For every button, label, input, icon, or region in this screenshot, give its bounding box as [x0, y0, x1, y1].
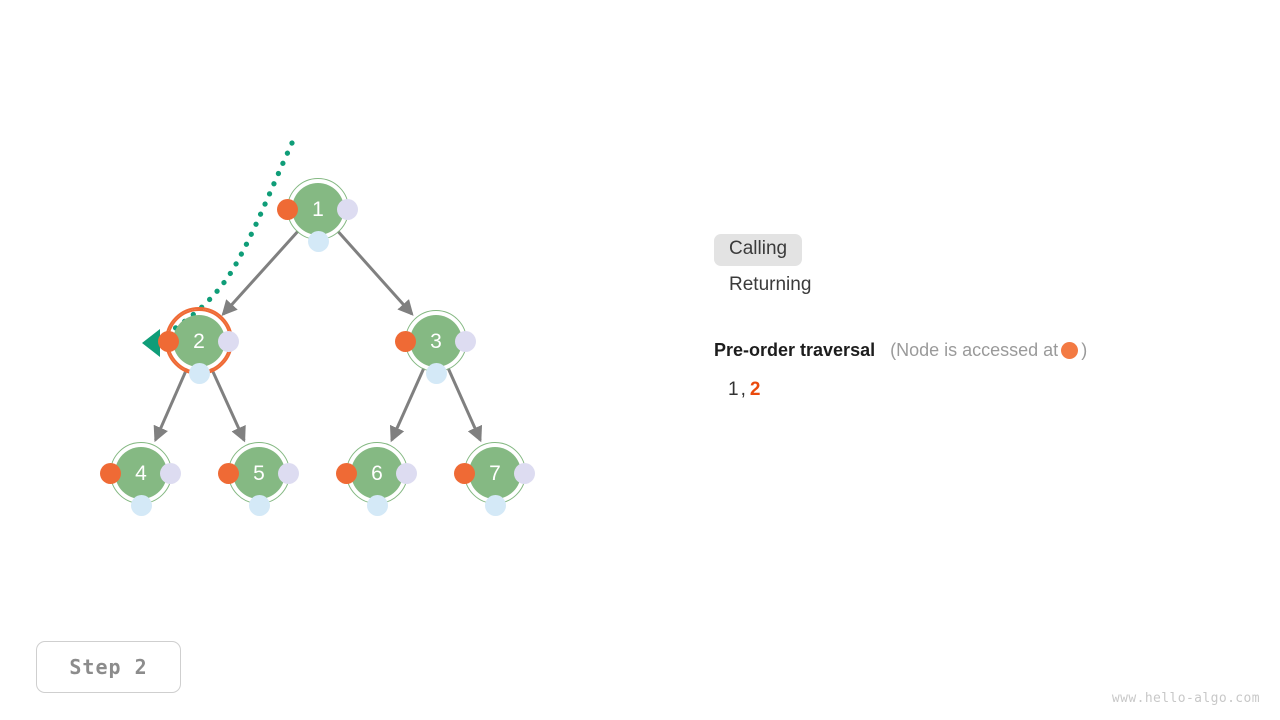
- sequence-value-2: 2: [749, 379, 761, 400]
- traversal-sequence: 1,2: [728, 379, 1254, 401]
- node-circle: 3: [410, 315, 462, 367]
- legend-chip-calling[interactable]: Calling: [714, 233, 803, 267]
- traversal-note: (Node is accessed at): [890, 340, 1087, 361]
- watermark-text: www.hello-algo.com: [1111, 691, 1260, 706]
- node-value-label: 3: [430, 329, 442, 353]
- info-panel: Calling Returning Pre-order traversal (N…: [714, 232, 1254, 401]
- legend-chip-returning[interactable]: Returning: [729, 273, 812, 295]
- node-value-label: 4: [135, 461, 147, 485]
- legend-row-returning: Returning: [714, 268, 1254, 304]
- traversal-note-suffix: ): [1081, 340, 1088, 360]
- right-port-icon: [160, 462, 181, 484]
- right-port-icon: [278, 462, 299, 484]
- step-badge: Step 2: [36, 641, 181, 693]
- traversal-title: Pre-order traversal: [714, 340, 876, 360]
- bottom-port-icon: [130, 495, 152, 516]
- node-value-label: 7: [489, 461, 501, 485]
- bottom-port-icon: [484, 495, 506, 516]
- node-circle: 7: [469, 447, 521, 499]
- right-port-icon: [337, 198, 358, 220]
- node-value-label: 5: [253, 461, 265, 485]
- calling-path-curve: [157, 140, 295, 341]
- bottom-port-icon: [366, 495, 388, 516]
- node-circle: 1: [292, 183, 344, 235]
- tree-edge-3-7: [446, 367, 483, 443]
- access-dot-icon: [454, 462, 475, 484]
- node-value-label: 6: [371, 461, 383, 485]
- tree-edge-2-5: [210, 367, 246, 443]
- access-dot-icon: [100, 462, 121, 484]
- right-port-icon: [218, 330, 239, 352]
- watermark: www.hello-algo.com: [1112, 691, 1260, 706]
- step-badge-label: Step 2: [69, 655, 148, 679]
- access-dot-icon: [158, 330, 179, 352]
- access-dot-icon: [1061, 342, 1079, 359]
- access-dot-icon: [395, 330, 416, 352]
- sequence-value-1: 1: [728, 379, 739, 400]
- traversal-note-prefix: (Node is accessed at: [890, 340, 1059, 360]
- right-port-icon: [396, 462, 417, 484]
- traversal-heading: Pre-order traversal (Node is accessed at…: [714, 340, 1254, 361]
- right-port-icon: [455, 330, 476, 352]
- access-dot-icon: [218, 462, 239, 484]
- tree-edge-2-4: [153, 367, 189, 443]
- tree-edge-1-3: [336, 230, 414, 316]
- bottom-port-icon: [188, 363, 210, 384]
- node-circle: 6: [351, 447, 403, 499]
- node-value-label: 1: [312, 197, 324, 221]
- node-value-label: 2: [193, 329, 205, 353]
- bottom-port-icon: [425, 363, 447, 384]
- node-circle: 4: [115, 447, 167, 499]
- tree-edge-3-6: [389, 367, 426, 443]
- sequence-separator: ,: [740, 379, 746, 400]
- tree-edge-1-2: [221, 230, 300, 316]
- legend-row-calling: Calling: [714, 232, 1254, 268]
- bottom-port-icon: [248, 495, 270, 516]
- node-circle: 2: [173, 315, 225, 367]
- node-circle: 5: [233, 447, 285, 499]
- bottom-port-icon: [307, 231, 329, 252]
- access-dot-icon: [336, 462, 357, 484]
- access-dot-icon: [277, 198, 298, 220]
- right-port-icon: [514, 462, 535, 484]
- traversal-section: Pre-order traversal (Node is accessed at…: [714, 340, 1254, 401]
